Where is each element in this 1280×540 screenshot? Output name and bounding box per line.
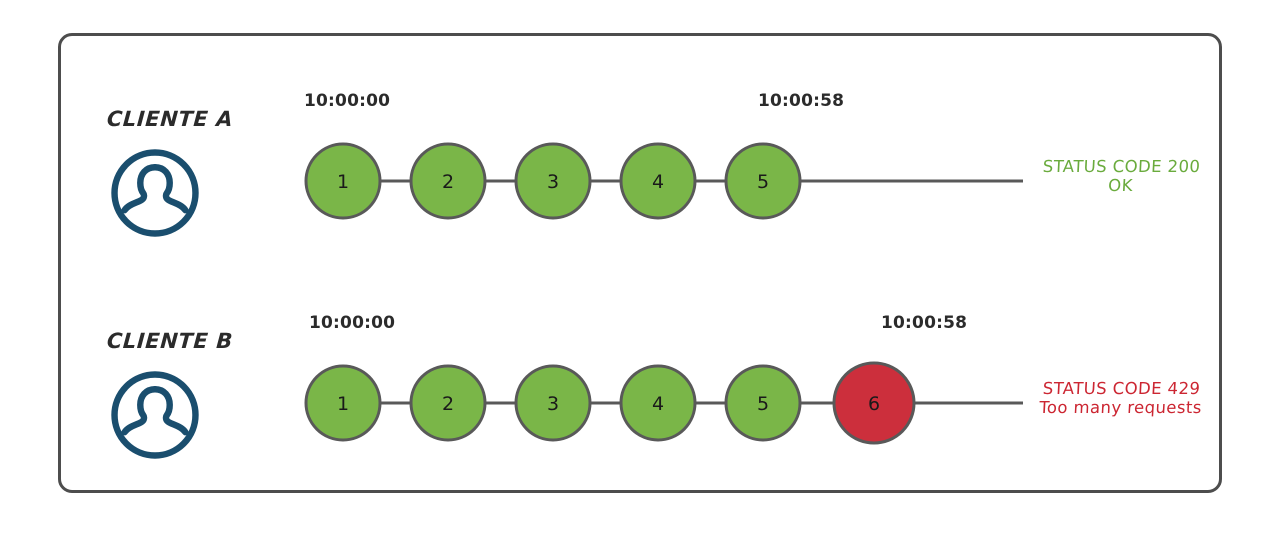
request-node-number: 2 xyxy=(442,393,454,415)
client-b-start-timestamp: 10:00:00 xyxy=(309,313,396,333)
request-node[interactable]: 1 xyxy=(304,142,382,220)
request-node-rejected[interactable]: 6 xyxy=(832,361,916,445)
client-a-label: CLIENTE A xyxy=(106,107,235,131)
request-node[interactable]: 5 xyxy=(724,142,802,220)
client-b-status-badge: STATUS CODE 429 Too many requests xyxy=(1010,379,1232,418)
client-b-end-timestamp: 10:00:58 xyxy=(881,313,968,333)
request-node-number: 1 xyxy=(337,171,349,193)
request-node-number: 5 xyxy=(757,171,769,193)
request-node[interactable]: 2 xyxy=(409,142,487,220)
request-node[interactable]: 2 xyxy=(409,364,487,442)
request-node[interactable]: 4 xyxy=(619,142,697,220)
request-node-number: 3 xyxy=(547,171,559,193)
request-node-number: 4 xyxy=(652,171,664,193)
request-node-number: 2 xyxy=(442,171,454,193)
client-b-status-line1: STATUS CODE 429 xyxy=(1042,379,1201,398)
client-a-status-line2: OK xyxy=(1107,176,1134,196)
client-b-label: CLIENTE B xyxy=(106,329,234,353)
request-node-number: 4 xyxy=(652,393,664,415)
request-node[interactable]: 3 xyxy=(514,142,592,220)
user-avatar-icon xyxy=(109,369,201,461)
request-node-number: 3 xyxy=(547,393,559,415)
client-row-b: CLIENTE B 10:00:00 10:00:58 1 xyxy=(61,281,1219,491)
request-node-number: 6 xyxy=(868,393,880,415)
client-a-end-timestamp: 10:00:58 xyxy=(758,91,845,111)
client-b-status-line2: Too many requests xyxy=(1038,398,1203,418)
request-node-number: 5 xyxy=(757,393,769,415)
client-a-status-line1: STATUS CODE 200 xyxy=(1042,157,1201,176)
request-node[interactable]: 3 xyxy=(514,364,592,442)
diagram-frame: CLIENTE A 10:00:00 10:00:58 1 xyxy=(58,33,1222,493)
user-avatar-icon xyxy=(109,147,201,239)
request-node-number: 1 xyxy=(337,393,349,415)
client-row-a: CLIENTE A 10:00:00 10:00:58 1 xyxy=(61,59,1219,269)
client-a-start-timestamp: 10:00:00 xyxy=(304,91,391,111)
client-a-status-badge: STATUS CODE 200 OK xyxy=(1015,157,1227,196)
request-node[interactable]: 1 xyxy=(304,364,382,442)
request-node[interactable]: 4 xyxy=(619,364,697,442)
request-node[interactable]: 5 xyxy=(724,364,802,442)
